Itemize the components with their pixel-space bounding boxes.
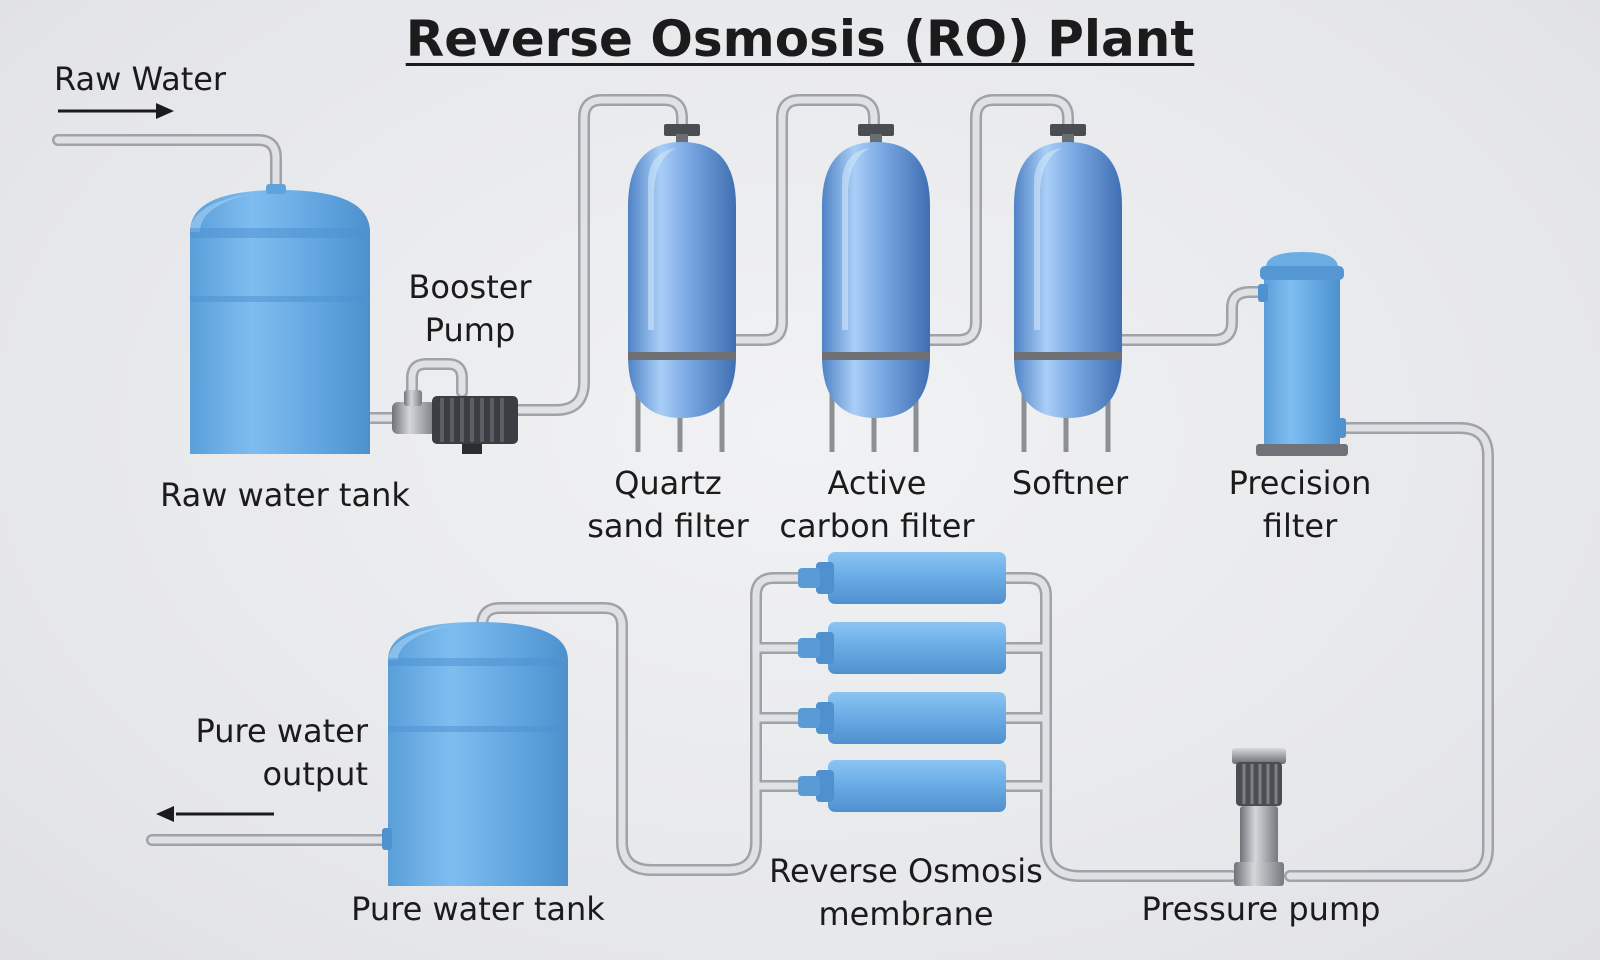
booster-pump-label: Booster Pump bbox=[408, 268, 532, 349]
membrane-1 bbox=[798, 552, 1006, 604]
reverse-osmosis-membranes bbox=[798, 552, 1006, 812]
raw-water-tank bbox=[190, 184, 370, 454]
pressure-pump-label: Pressure pump bbox=[1141, 890, 1381, 928]
quartz-sand-filter-vessel bbox=[628, 124, 736, 452]
booster-pump bbox=[392, 390, 518, 454]
softner-vessel bbox=[1014, 124, 1122, 452]
pure-water-output-arrow bbox=[156, 806, 274, 822]
membrane-2 bbox=[798, 622, 1006, 674]
precision-filter-label: Precision filter bbox=[1228, 464, 1372, 545]
membrane-3 bbox=[798, 692, 1006, 744]
raw-water-tank-label: Raw water tank bbox=[160, 476, 410, 514]
pure-water-output-label: Pure water output bbox=[195, 712, 369, 793]
pure-water-tank bbox=[382, 622, 568, 886]
reverse-osmosis-membrane-label: Reverse Osmosis membrane bbox=[769, 852, 1043, 933]
pure-water-tank-label: Pure water tank bbox=[351, 890, 605, 928]
membrane-4 bbox=[798, 760, 1006, 812]
precision-filter-vessel bbox=[1256, 252, 1348, 456]
raw-water-label: Raw Water bbox=[54, 60, 227, 98]
pressure-pump bbox=[1232, 748, 1286, 886]
active-carbon-filter-vessel bbox=[822, 124, 930, 452]
pipes bbox=[52, 94, 1494, 882]
page-title: Reverse Osmosis (RO) Plant bbox=[405, 10, 1195, 68]
raw-water-inlet-arrow bbox=[58, 103, 174, 119]
quartz-sand-filter-label: Quartz sand filter bbox=[587, 464, 749, 545]
softner-label: Softner bbox=[1011, 464, 1129, 502]
active-carbon-filter-label: Active carbon filter bbox=[779, 464, 975, 545]
